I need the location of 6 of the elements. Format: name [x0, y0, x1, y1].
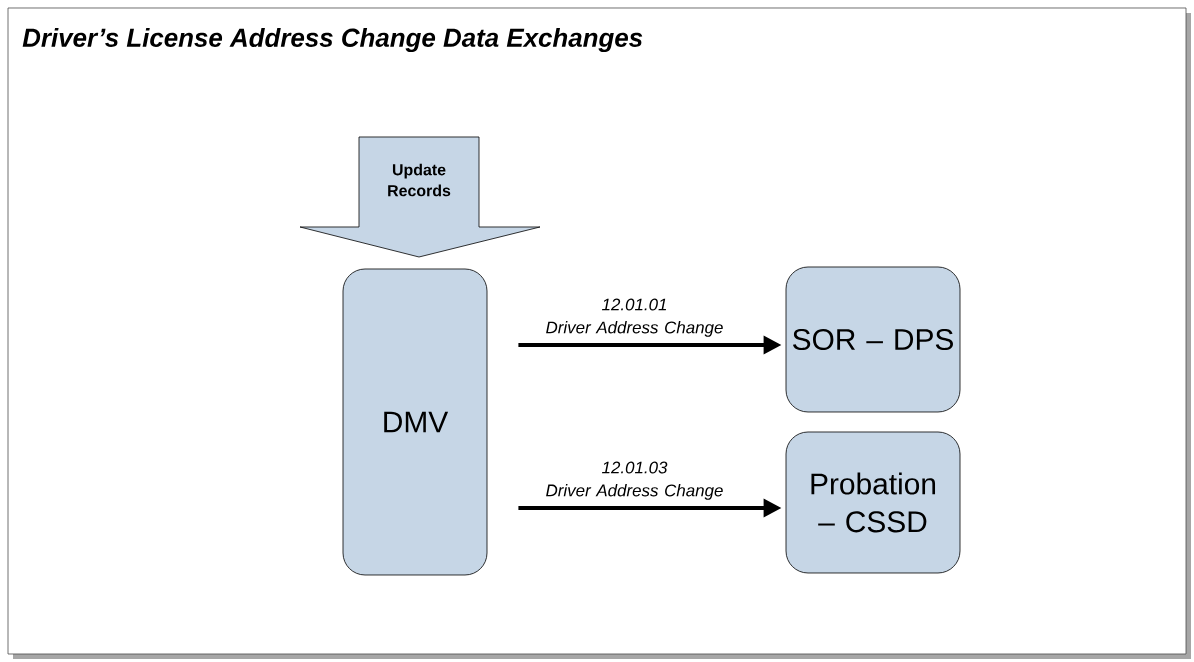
system-box: DMV [342, 268, 488, 576]
system-box: Probation – CSSD [785, 431, 961, 574]
title: Driver’s License Address Change Data Exchanges [22, 27, 643, 53]
edge-label: 12.01.01 Driver Address Change [546, 298, 723, 337]
system-box: SOR – DPS [785, 266, 961, 413]
edge-label: 12.01.03 Driver Address Change [546, 461, 723, 500]
